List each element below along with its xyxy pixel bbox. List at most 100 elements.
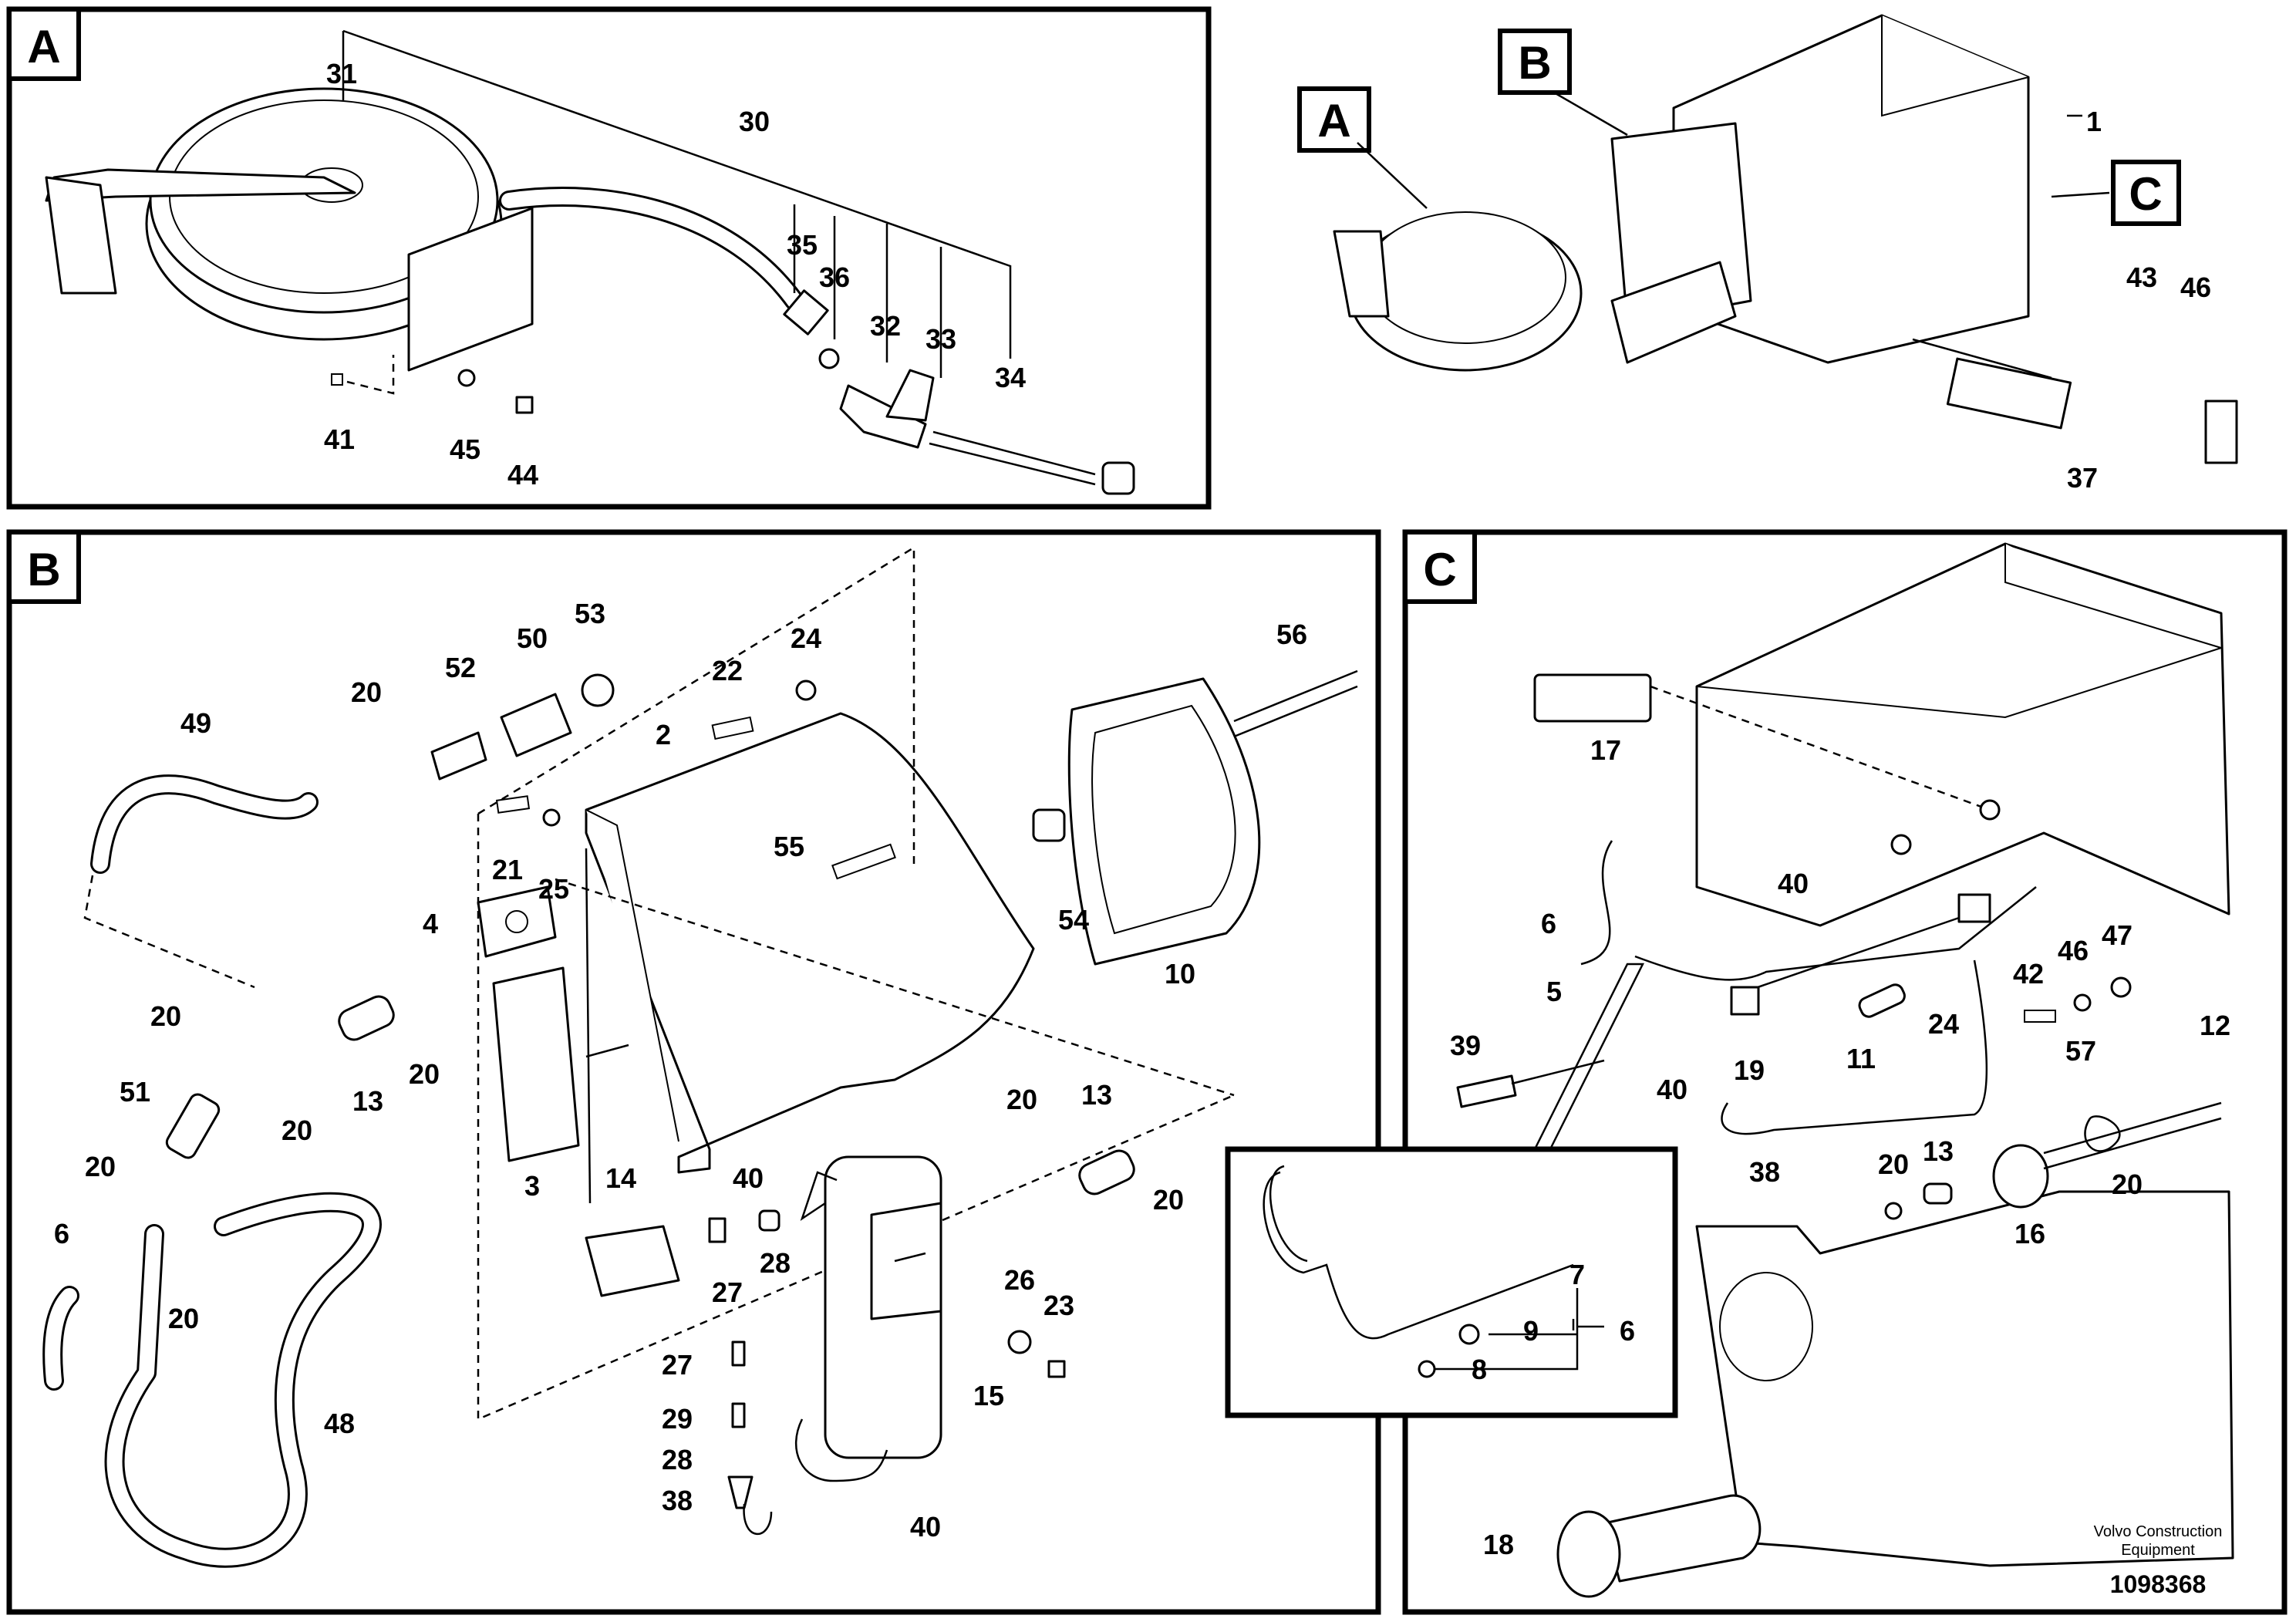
callout-5: 5 xyxy=(1546,976,1562,1007)
callout-26: 26 xyxy=(1004,1264,1035,1296)
callout-56: 56 xyxy=(1276,619,1307,650)
spray-gun-a xyxy=(783,289,1135,495)
callout-20g: 20 xyxy=(1006,1084,1037,1115)
callout-47: 47 xyxy=(2102,919,2132,951)
callout-27b: 27 xyxy=(662,1349,693,1381)
panel-b-frame xyxy=(6,529,1381,1615)
footer: Volvo Construction Equipment 1098368 xyxy=(2094,1523,2223,1598)
callout-21: 21 xyxy=(492,854,523,885)
brand-line-2: Equipment xyxy=(2121,1542,2195,1559)
callout-13b: 13 xyxy=(1081,1079,1112,1111)
callout-14: 14 xyxy=(605,1162,636,1194)
overview-assembly: A B C xyxy=(1297,14,2238,464)
callout-10: 10 xyxy=(1165,958,1195,990)
panel-a-frame xyxy=(6,6,1212,510)
callout-6c: 6 xyxy=(1541,908,1556,939)
overview-b-box xyxy=(1498,29,1572,95)
panel-b: B xyxy=(6,529,1381,1615)
callout-6d: 6 xyxy=(1620,1315,1635,1347)
callout-45: 45 xyxy=(450,433,480,465)
callout-19: 19 xyxy=(1734,1054,1765,1086)
callout-51: 51 xyxy=(120,1076,150,1108)
callout-6: 6 xyxy=(54,1218,69,1249)
callout-43: 43 xyxy=(2126,261,2157,293)
callout-20f: 20 xyxy=(168,1303,199,1334)
overview-c-box xyxy=(2111,160,2181,226)
callout-20c: 20 xyxy=(409,1058,440,1090)
tank-lower xyxy=(1695,1190,2234,1567)
panel-a: A xyxy=(6,6,1212,510)
callout-15: 15 xyxy=(973,1380,1004,1411)
callouts-c: 17 6 40 5 39 40 19 11 24 42 46 47 38 12 … xyxy=(1450,734,2230,1560)
brand-line-1: Volvo Construction xyxy=(2094,1523,2223,1540)
callout-30: 30 xyxy=(739,106,770,137)
callout-52: 52 xyxy=(445,652,476,683)
panel-c: C xyxy=(1225,529,2288,1615)
callout-1: 1 xyxy=(2086,106,2102,137)
callout-2: 2 xyxy=(656,719,671,750)
callout-36: 36 xyxy=(819,261,850,293)
callout-40: 40 xyxy=(733,1162,764,1194)
overview-c-label: C xyxy=(2129,168,2162,220)
callout-20b: 20 xyxy=(150,1000,181,1032)
callout-31: 31 xyxy=(326,58,357,89)
callout-16: 16 xyxy=(2014,1218,2045,1249)
callout-53: 53 xyxy=(575,598,605,629)
callout-50: 50 xyxy=(517,622,548,654)
overview-b-label: B xyxy=(1518,37,1551,89)
callout-24: 24 xyxy=(791,622,821,654)
callout-41: 41 xyxy=(324,423,355,455)
doc-number: 1098368 xyxy=(2110,1570,2207,1598)
switch xyxy=(585,1225,680,1297)
callout-23: 23 xyxy=(1043,1290,1074,1321)
panel-a-letter-box xyxy=(7,7,81,81)
callout-20c1: 20 xyxy=(1878,1148,1909,1180)
callouts-a: 31 30 35 36 32 33 34 41 45 44 xyxy=(324,58,1026,491)
callout-20: 20 xyxy=(351,676,382,708)
callout-54: 54 xyxy=(1058,904,1089,936)
callout-49: 49 xyxy=(180,707,211,739)
callout-29: 29 xyxy=(662,1403,693,1435)
panel-b-letter: B xyxy=(27,544,60,595)
callout-46c: 46 xyxy=(2058,935,2089,966)
overview-a-box xyxy=(1297,86,1371,153)
callout-28: 28 xyxy=(760,1247,791,1279)
callout-20h: 20 xyxy=(1153,1184,1184,1216)
callout-32: 32 xyxy=(870,310,901,342)
callout-25: 25 xyxy=(538,873,569,905)
callout-24c: 24 xyxy=(1928,1008,1959,1040)
callout-34: 34 xyxy=(995,362,1026,393)
callout-57: 57 xyxy=(2065,1035,2096,1067)
panel-b-letter-box xyxy=(7,530,81,604)
callouts-b: 49 20 52 50 53 24 22 2 21 25 55 56 54 10… xyxy=(54,598,1307,1543)
callout-27: 27 xyxy=(712,1276,743,1308)
callout-20c2: 20 xyxy=(2112,1168,2143,1200)
callout-48: 48 xyxy=(324,1408,355,1439)
callout-22: 22 xyxy=(712,655,743,686)
callout-37: 37 xyxy=(2067,462,2098,494)
overview-a-label: A xyxy=(1317,95,1350,147)
callout-40d: 40 xyxy=(1657,1074,1687,1105)
callout-12: 12 xyxy=(2200,1010,2230,1041)
callout-8: 8 xyxy=(1472,1354,1487,1385)
callout-46: 46 xyxy=(2180,271,2211,303)
callout-3: 3 xyxy=(524,1170,540,1202)
panel-a-letter: A xyxy=(27,21,60,73)
callout-44: 44 xyxy=(507,459,538,491)
callout-40b: 40 xyxy=(910,1511,941,1543)
leader-lines xyxy=(1435,1288,1604,1371)
callout-13c: 13 xyxy=(1923,1135,1954,1167)
callout-7: 7 xyxy=(1569,1259,1585,1290)
callout-42: 42 xyxy=(2013,958,2044,990)
panel-c-letter-box xyxy=(1403,530,1477,604)
callout-28b: 28 xyxy=(662,1444,693,1475)
callouts-overview: 1 43 46 37 xyxy=(2067,106,2211,494)
callout-18: 18 xyxy=(1483,1529,1514,1560)
callout-20d: 20 xyxy=(282,1114,312,1146)
callout-39: 39 xyxy=(1450,1030,1481,1061)
callout-20e: 20 xyxy=(85,1151,116,1182)
callout-20i: 20 xyxy=(168,1303,199,1334)
callout-17: 17 xyxy=(1590,734,1621,766)
callout-38c: 38 xyxy=(1749,1156,1780,1188)
